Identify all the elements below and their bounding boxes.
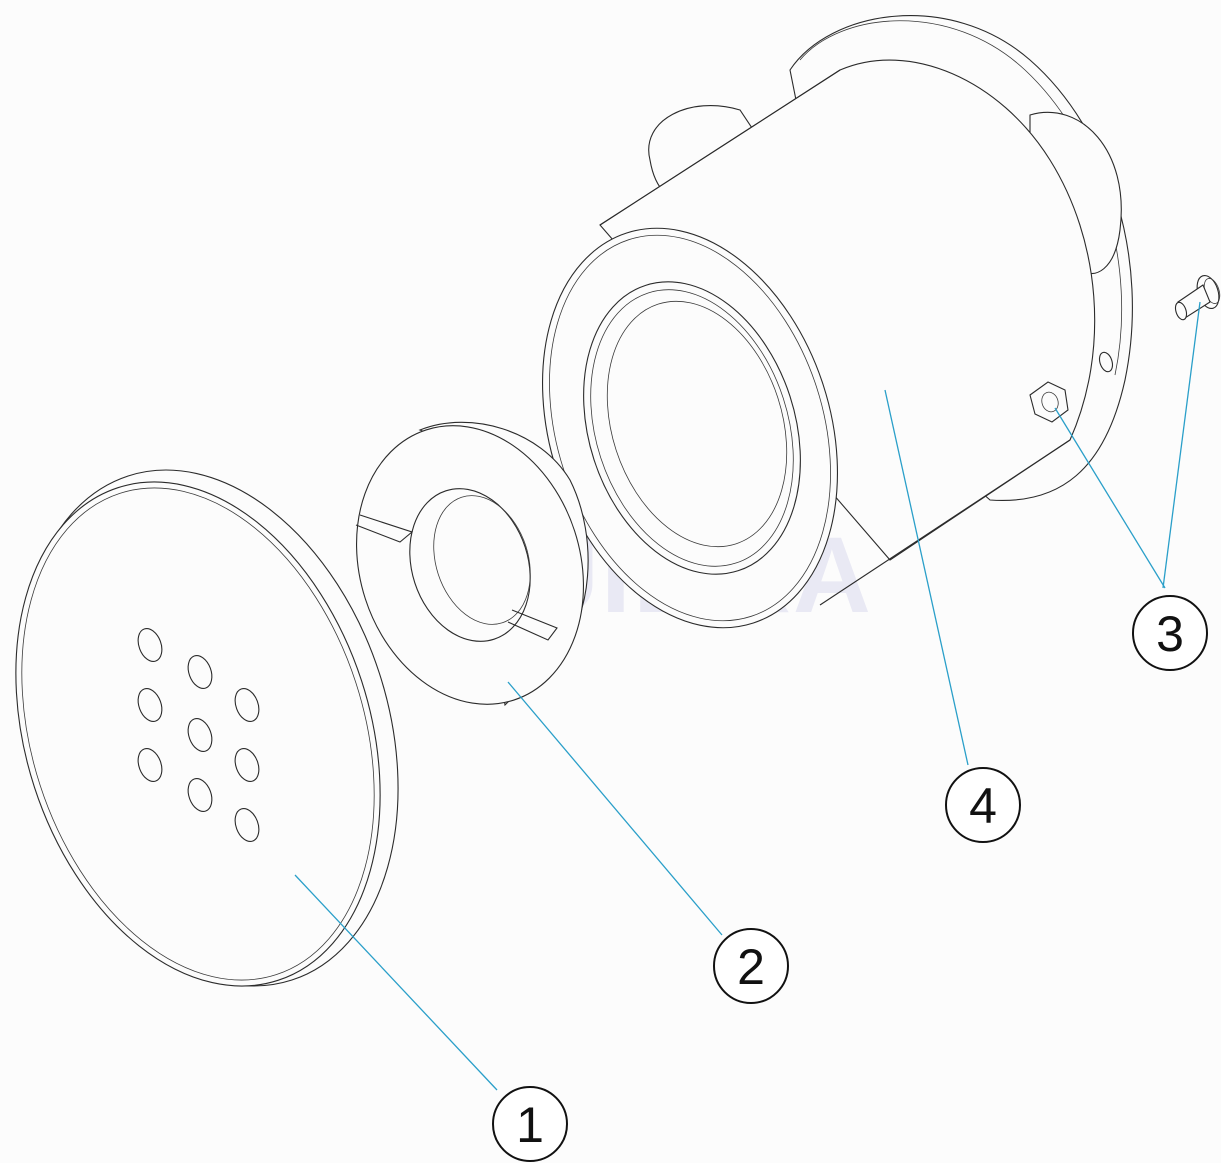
nut	[1029, 381, 1069, 423]
callout-4: 4	[945, 767, 1021, 843]
svg-text:4: 4	[969, 778, 997, 834]
part-1-grille-cover	[15, 469, 399, 987]
part-4-body	[542, 15, 1133, 629]
part-2-split-ring	[355, 421, 589, 707]
leader-lines	[294, 301, 1201, 1091]
callout-2: 2	[713, 928, 789, 1004]
leader-1	[294, 874, 498, 1091]
callout-3: 3	[1132, 595, 1208, 671]
grille-holes	[137, 628, 260, 842]
callout-1: 1	[492, 1086, 568, 1162]
svg-text:1: 1	[516, 1097, 544, 1153]
leader-2	[507, 681, 723, 936]
leader-3b	[1162, 301, 1201, 589]
leader-4	[884, 389, 969, 766]
leader-3a	[1054, 407, 1166, 589]
part-3-screw	[1174, 274, 1221, 321]
svg-text:3: 3	[1156, 606, 1184, 662]
svg-text:2: 2	[737, 939, 765, 995]
